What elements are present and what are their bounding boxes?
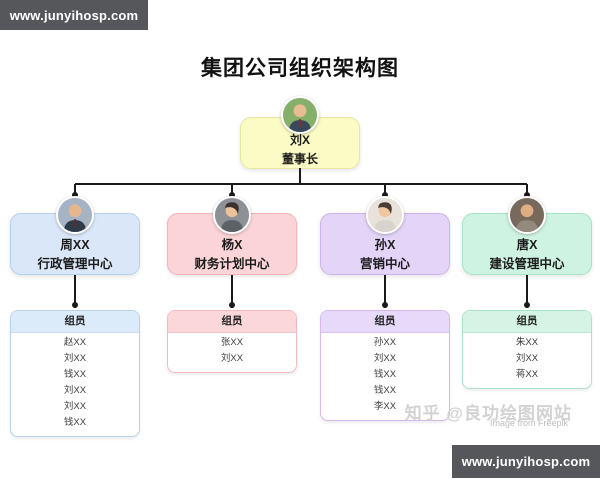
freepik-credit: Image from Freepik — [489, 418, 568, 428]
member-list-body: 朱XX 刘XX 蒋XX — [463, 333, 591, 388]
branch-marketing-avatar — [366, 196, 404, 234]
branch-head-name: 孙X — [374, 238, 396, 252]
member-row: 刘XX — [515, 353, 539, 364]
member-list-body: 张XX 刘XX — [168, 333, 296, 372]
chairman-avatar — [281, 96, 319, 134]
branch-head-name: 杨X — [221, 238, 243, 252]
member-row: 李XX — [373, 401, 397, 412]
banner-url-text: www.junyihosp.com — [9, 7, 139, 23]
member-row: 钱XX — [63, 417, 87, 428]
member-list-header: 组员 — [11, 311, 139, 333]
member-list-header: 组员 — [168, 311, 296, 333]
branch-dept-name: 行政管理中心 — [37, 257, 113, 271]
member-row: 赵XX — [63, 337, 87, 348]
member-row: 刘XX — [63, 385, 87, 396]
branch-dept-name: 营销中心 — [359, 257, 410, 271]
branch-finance-avatar — [213, 196, 251, 234]
node-marketing-center: 孙X 营销中心 — [320, 213, 450, 275]
member-list-admin: 组员 赵XX 刘XX 钱XX 刘XX 刘XX 钱XX — [10, 310, 140, 437]
member-list-body: 赵XX 刘XX 钱XX 刘XX 刘XX 钱XX — [11, 333, 139, 436]
branch-construction-avatar — [508, 196, 546, 234]
branch-admin-avatar — [56, 196, 94, 234]
member-row: 张XX — [220, 337, 244, 348]
member-row: 蒋XX — [515, 369, 539, 380]
member-row: 朱XX — [515, 337, 539, 348]
banner-url-text: www.junyihosp.com — [461, 454, 591, 469]
branch-dept-name: 建设管理中心 — [489, 257, 565, 271]
member-list-header: 组员 — [321, 311, 449, 333]
member-list-body: 孙XX 刘XX 钱XX 钱XX 李XX — [321, 333, 449, 420]
member-row: 刘XX — [63, 401, 87, 412]
member-list-marketing: 组员 孙XX 刘XX 钱XX 钱XX 李XX — [320, 310, 450, 421]
member-list-header: 组员 — [463, 311, 591, 333]
branch-dept-name: 财务计划中心 — [194, 257, 270, 271]
member-row: 刘XX — [373, 353, 397, 364]
watermark-banner-bottom: www.junyihosp.com — [452, 445, 600, 478]
member-row: 孙XX — [373, 337, 397, 348]
branch-head-name: 周XX — [60, 238, 90, 252]
member-row: 钱XX — [373, 385, 397, 396]
member-row: 刘XX — [220, 353, 244, 364]
member-list-finance: 组员 张XX 刘XX — [167, 310, 297, 373]
member-row: 钱XX — [373, 369, 397, 380]
node-construction-center: 唐X 建设管理中心 — [462, 213, 592, 275]
branch-head-name: 唐X — [516, 238, 538, 252]
member-row: 钱XX — [63, 369, 87, 380]
member-row: 刘XX — [63, 353, 87, 364]
watermark-banner-top: www.junyihosp.com — [0, 0, 148, 30]
chairman-name: 刘X — [289, 133, 310, 147]
chart-title: 集团公司组织架构图 — [201, 57, 399, 80]
chairman-role: 董事长 — [281, 152, 318, 166]
member-list-construction: 组员 朱XX 刘XX 蒋XX — [462, 310, 592, 389]
zhihu-watermark: 知乎 @良功绘图网站 — [404, 404, 572, 423]
